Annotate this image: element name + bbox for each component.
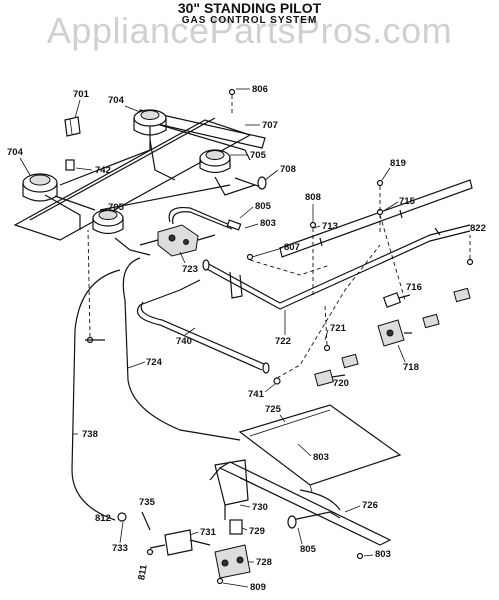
label-723: 723	[182, 264, 198, 275]
bracket-730	[214, 459, 249, 520]
diagram-subtitle: GAS CONTROL SYSTEM	[181, 15, 318, 26]
label-705-right: 705	[250, 150, 267, 161]
label-707: 707	[262, 120, 278, 131]
part-labels: 806 701 704 707 704 742 705 708 819 715 …	[7, 84, 486, 593]
label-742: 742	[95, 165, 111, 176]
pilot-tube-724	[122, 257, 241, 441]
part-735-clip	[141, 511, 151, 531]
burner-704-top	[133, 109, 176, 181]
pilot-tube-740	[136, 279, 270, 374]
label-724: 724	[146, 357, 163, 368]
label-728: 728	[256, 557, 272, 568]
label-704-top: 704	[108, 95, 125, 106]
tube-805-upper	[168, 206, 242, 231]
label-819: 819	[390, 158, 406, 169]
label-715: 715	[399, 196, 416, 207]
burner-valve-small-c	[453, 287, 471, 303]
burner-valve-small-b	[422, 313, 440, 329]
label-805-lower: 805	[300, 544, 317, 555]
thermostat-728	[214, 544, 251, 579]
label-808: 808	[305, 192, 321, 203]
label-822: 822	[470, 223, 486, 234]
label-740: 740	[176, 336, 192, 347]
label-735: 735	[139, 497, 156, 508]
label-716: 716	[406, 282, 422, 293]
diagram-title: 30" STANDING PILOT	[177, 0, 322, 16]
label-733: 733	[112, 543, 128, 554]
burner-705-right	[199, 149, 256, 196]
oven-burner-726	[209, 461, 392, 546]
label-730: 730	[252, 502, 268, 513]
tube-805-lower	[287, 511, 341, 529]
label-704-left: 704	[7, 147, 24, 158]
burner-valve-small-a	[341, 353, 359, 369]
label-701: 701	[73, 89, 90, 100]
manifold-bracket-715	[279, 179, 473, 258]
label-812: 812	[95, 513, 111, 524]
burner-704-left	[22, 173, 96, 211]
burner-valve-718	[377, 319, 412, 347]
label-726: 726	[362, 500, 378, 511]
burner-valve-720	[314, 369, 346, 387]
label-729: 729	[249, 526, 265, 537]
label-741: 741	[248, 389, 265, 400]
part-729-fitting	[229, 519, 243, 535]
part-701-clip	[64, 116, 81, 137]
gas-valve-723	[139, 224, 216, 257]
part-708-tube	[234, 176, 267, 190]
label-720: 720	[333, 378, 349, 389]
label-805-upper: 805	[255, 201, 272, 212]
label-807: 807	[284, 242, 300, 253]
thermocouple-738	[71, 269, 121, 521]
label-718: 718	[403, 362, 419, 373]
label-721: 721	[330, 323, 347, 334]
part-742-bushing	[65, 159, 75, 171]
label-803-middle: 803	[313, 452, 329, 463]
oven-baffle-725	[238, 404, 402, 493]
burner-valve-716	[382, 292, 411, 308]
burner-support-frame	[13, 109, 266, 241]
label-731: 731	[200, 527, 217, 538]
dashed-leaders	[87, 95, 471, 379]
label-722: 722	[275, 336, 291, 347]
label-705-center: 705	[108, 202, 125, 213]
label-713: 713	[322, 221, 338, 232]
label-809: 809	[250, 582, 266, 593]
label-811: 811	[136, 563, 150, 581]
manifold-pipe-722	[202, 224, 471, 310]
pilot-fitting-731	[149, 529, 211, 556]
label-803-upper: 803	[260, 218, 276, 229]
label-738: 738	[82, 429, 98, 440]
part-812-nut	[117, 512, 127, 522]
label-725: 725	[265, 404, 282, 415]
label-708: 708	[280, 164, 296, 175]
burner-705-center	[92, 209, 151, 256]
watermark: AppliancePartsPros.com	[46, 10, 453, 51]
label-803-lower: 803	[375, 549, 391, 560]
label-806: 806	[252, 84, 268, 95]
